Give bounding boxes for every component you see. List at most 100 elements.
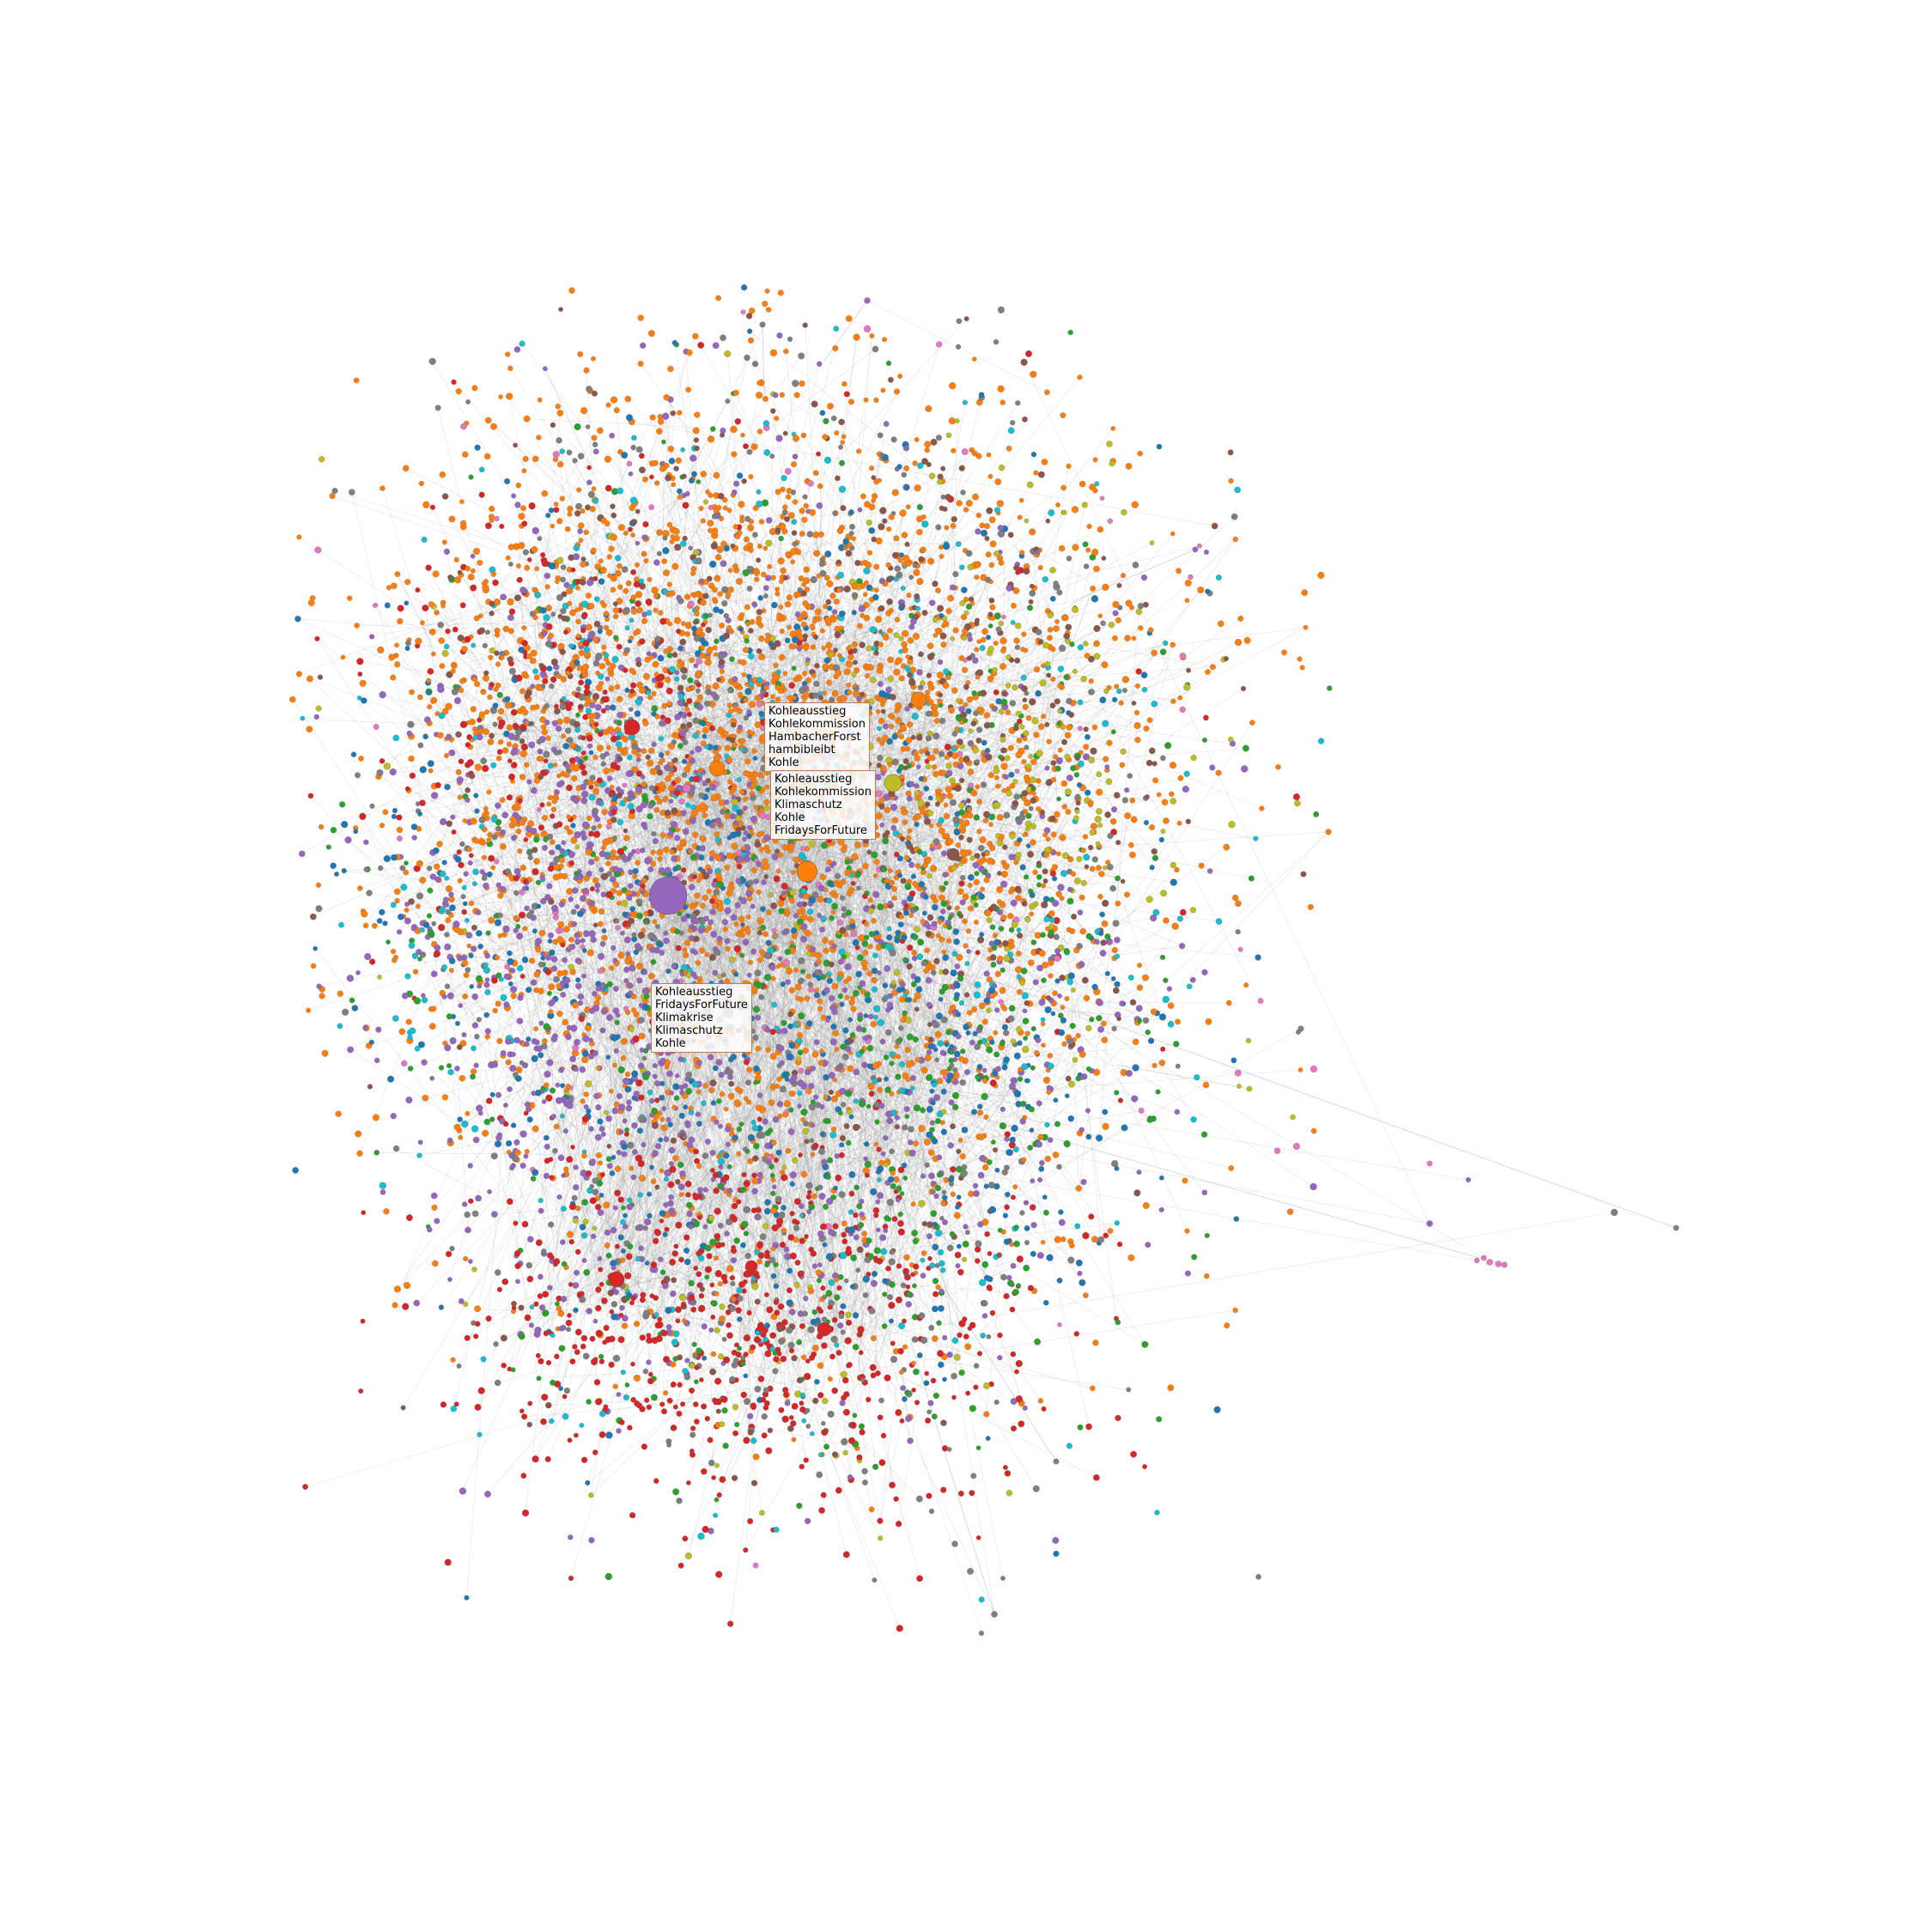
graph-edge [648, 847, 1100, 927]
graph-node [1030, 370, 1037, 378]
graph-node [959, 564, 965, 570]
graph-node [714, 831, 720, 838]
graph-node [1177, 695, 1183, 701]
graph-node [507, 562, 513, 567]
graph-node [353, 377, 360, 384]
graph-node [1031, 791, 1036, 796]
graph-node [738, 684, 744, 690]
graph-node [702, 1152, 709, 1159]
graph-node [738, 612, 745, 618]
graph-node [565, 727, 572, 734]
graph-node [495, 661, 501, 667]
graph-edge [576, 798, 641, 1323]
graph-node [1190, 1116, 1197, 1123]
graph-node [671, 482, 676, 488]
graph-node [556, 461, 564, 468]
graph-node [835, 872, 841, 879]
graph-node [955, 842, 962, 848]
graph-node [926, 710, 933, 717]
graph-node [693, 663, 699, 669]
graph-node [1111, 975, 1116, 981]
graph-node [394, 888, 401, 896]
graph-node [965, 550, 973, 557]
graph-node [840, 440, 845, 445]
graph-node [1171, 922, 1179, 930]
graph-node [820, 915, 827, 922]
graph-node [641, 748, 647, 754]
graph-node [799, 531, 805, 537]
graph-node [1033, 732, 1040, 738]
graph-edge [621, 1231, 779, 1351]
graph-node [750, 866, 757, 873]
graph-node [1130, 816, 1138, 823]
graph-edge [380, 746, 1086, 774]
graph-edge [464, 934, 1051, 958]
graph-edge [517, 807, 763, 987]
graph-node [939, 554, 945, 559]
graph-node [1093, 640, 1100, 647]
graph-node [631, 936, 637, 943]
graph-edge [773, 1083, 801, 1212]
graph-node [590, 547, 597, 554]
graph-edge [712, 814, 866, 1317]
graph-node [803, 645, 810, 652]
graph-node [394, 642, 399, 648]
graph-node [403, 870, 409, 876]
graph-node [578, 538, 584, 543]
graph-node [602, 838, 610, 847]
graph-node [843, 391, 850, 398]
graph-node [307, 675, 313, 683]
graph-node [337, 1023, 343, 1030]
graph-node [675, 457, 682, 464]
graph-edge [683, 870, 694, 907]
graph-node [787, 1024, 793, 1030]
graph-node [668, 458, 676, 465]
graph-node [1050, 677, 1056, 683]
graph-node [1121, 509, 1127, 516]
graph-node [515, 1066, 523, 1073]
graph-node [598, 558, 604, 564]
graph-node [319, 456, 325, 463]
graph-edge [714, 544, 947, 720]
graph-node [658, 610, 664, 616]
graph-node [851, 536, 856, 542]
graph-node [1016, 738, 1023, 744]
graph-node [1096, 865, 1102, 871]
graph-node [1071, 506, 1079, 513]
graph-node [867, 1083, 875, 1091]
graph-edge [682, 548, 747, 881]
graph-edge [572, 664, 824, 993]
graph-node [933, 748, 939, 755]
graph-edge [642, 542, 798, 851]
graph-node [483, 805, 489, 811]
graph-edge [545, 844, 758, 1334]
graph-node [632, 1036, 640, 1043]
graph-node [1063, 674, 1070, 680]
graph-node [925, 405, 933, 412]
graph-edge [846, 850, 1084, 1432]
graph-node [751, 361, 759, 368]
graph-node [580, 1098, 586, 1104]
graph-node [702, 812, 708, 818]
graph-node [700, 720, 707, 726]
graph-node [1025, 714, 1032, 721]
graph-edge [820, 1223, 1118, 1350]
graph-node [544, 584, 550, 590]
graph-node [679, 838, 687, 846]
graph-edge [444, 996, 662, 1064]
graph-edge [717, 590, 840, 803]
graph-node [627, 754, 633, 761]
graph-node [1035, 690, 1042, 697]
graph-edge [584, 670, 916, 1068]
graph-node [965, 500, 973, 507]
graph-node [936, 341, 943, 348]
graph-node [726, 507, 732, 513]
graph-node [1161, 799, 1169, 806]
graph-edge [684, 392, 737, 743]
graph-node [852, 690, 860, 698]
graph-node [656, 799, 663, 805]
graph-node [1109, 884, 1116, 892]
graph-node [1043, 1076, 1051, 1084]
graph-node [914, 484, 921, 492]
